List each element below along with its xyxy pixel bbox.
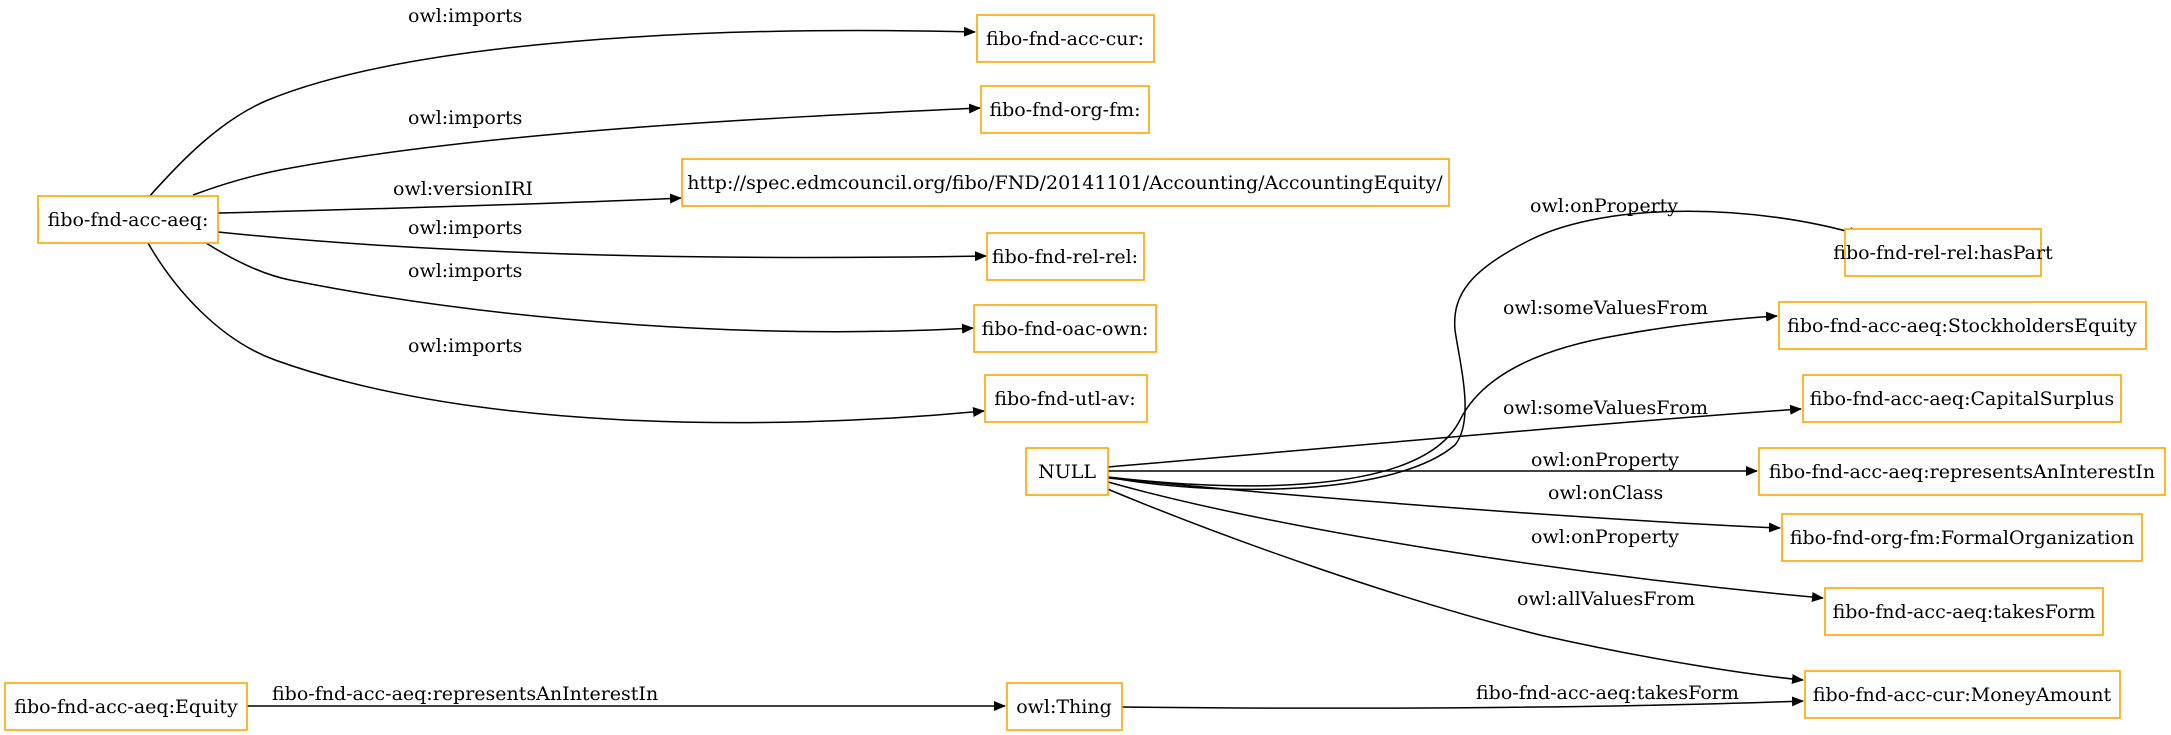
node-label: owl:Thing: [1016, 696, 1112, 718]
node-null[interactable]: NULL: [1025, 447, 1109, 496]
edge-imports-utl-av: owl:imports: [147, 242, 985, 424]
edge-on-property-represents: owl:onProperty: [1108, 449, 1758, 476]
edge-label: owl:onProperty: [1531, 526, 1679, 548]
node-label: fibo-fnd-org-fm:FormalOrganization: [1790, 527, 2134, 549]
edge-imports-acc-cur: owl:imports: [147, 5, 976, 199]
node-label: fibo-fnd-rel-rel:hasPart: [1833, 242, 2053, 264]
edge-line: [192, 103, 981, 196]
node-label: fibo-fnd-utl-av:: [994, 388, 1135, 410]
edge-line: [1107, 481, 1824, 602]
edge-imports-oac-own: owl:imports: [205, 242, 974, 334]
edge-line: [1107, 477, 1781, 533]
node-version-iri[interactable]: http://spec.edmcouncil.org/fibo/FND/2014…: [681, 158, 1450, 207]
node-fibo-fnd-acc-aeq[interactable]: fibo-fnd-acc-aeq:: [37, 195, 219, 244]
node-fibo-fnd-rel-rel[interactable]: fibo-fnd-rel-rel:: [986, 232, 1145, 281]
node-label: http://spec.edmcouncil.org/fibo/FND/2014…: [687, 172, 1443, 194]
node-box: [4, 682, 248, 731]
edge-line: [1104, 487, 1804, 684]
node-box: [976, 14, 1155, 63]
node-capital-surplus[interactable]: fibo-fnd-acc-aeq:CapitalSurplus: [1802, 374, 2122, 423]
node-owl-thing[interactable]: owl:Thing: [1006, 682, 1123, 731]
edge-line: [205, 242, 974, 334]
edge-line: [1107, 404, 1802, 468]
edge-some-values-capital: owl:someValuesFrom: [1107, 397, 1802, 468]
edge-version-iri: owl:versionIRI: [217, 178, 682, 214]
edge-some-values-stockholders: owl:someValuesFrom: [1107, 297, 1778, 487]
edge-label: owl:versionIRI: [393, 178, 533, 200]
node-box: [1025, 447, 1109, 496]
node-label: fibo-fnd-acc-aeq:CapitalSurplus: [1810, 388, 2114, 410]
edge-line: [217, 231, 987, 262]
edge-label: owl:someValuesFrom: [1503, 397, 1708, 419]
node-box: [1006, 682, 1123, 731]
edge-label: owl:imports: [408, 260, 522, 282]
edge-label: fibo-fnd-acc-aeq:representsAnInterestIn: [272, 683, 658, 705]
edge-line: [147, 26, 976, 199]
node-box: [980, 85, 1150, 134]
edge-label: owl:imports: [408, 217, 522, 239]
node-box: [1781, 513, 2143, 562]
node-label: fibo-fnd-rel-rel:: [992, 246, 1138, 268]
node-represents-an-interest-in[interactable]: fibo-fnd-acc-aeq:representsAnInterestIn: [1758, 447, 2166, 496]
node-label: fibo-fnd-acc-aeq:StockholdersEquity: [1787, 315, 2137, 337]
node-box: [1804, 670, 2121, 719]
edge-label: owl:allValuesFrom: [1517, 588, 1695, 610]
node-money-amount[interactable]: fibo-fnd-acc-cur:MoneyAmount: [1804, 670, 2121, 719]
node-box: [1778, 301, 2147, 350]
edge-line: [1121, 696, 1804, 709]
node-label: fibo-fnd-acc-aeq:takesForm: [1833, 601, 2096, 623]
node-stockholders-equity[interactable]: fibo-fnd-acc-aeq:StockholdersEquity: [1778, 301, 2147, 350]
edge-equity-represents: fibo-fnd-acc-aeq:representsAnInterestIn: [247, 683, 1006, 711]
node-label: fibo-fnd-acc-aeq:Equity: [14, 696, 238, 718]
edge-label: owl:imports: [408, 335, 522, 357]
node-box: [973, 304, 1157, 353]
edge-label: owl:imports: [408, 5, 522, 27]
node-label: fibo-fnd-acc-cur:: [986, 28, 1144, 50]
node-has-part[interactable]: fibo-fnd-rel-rel:hasPart: [1833, 228, 2053, 277]
node-box: [681, 158, 1450, 207]
node-label: fibo-fnd-acc-cur:MoneyAmount: [1813, 684, 2112, 706]
edge-label: fibo-fnd-acc-aeq:takesForm: [1476, 682, 1739, 704]
node-equity[interactable]: fibo-fnd-acc-aeq:Equity: [4, 682, 248, 731]
node-fibo-fnd-utl-av[interactable]: fibo-fnd-utl-av:: [984, 374, 1148, 423]
node-fibo-fnd-org-fm[interactable]: fibo-fnd-org-fm:: [980, 85, 1150, 134]
edge-on-property-haspart: owl:onProperty: [1107, 195, 1861, 491]
node-box: [1802, 374, 2122, 423]
node-box: [1758, 447, 2166, 496]
node-fibo-fnd-acc-cur[interactable]: fibo-fnd-acc-cur:: [976, 14, 1155, 63]
edge-label: owl:onClass: [1548, 482, 1663, 504]
edge-on-property-takes: owl:onProperty: [1107, 481, 1824, 602]
node-box: [984, 374, 1148, 423]
node-box: [37, 195, 219, 244]
node-formal-organization[interactable]: fibo-fnd-org-fm:FormalOrganization: [1781, 513, 2143, 562]
node-label: fibo-fnd-acc-aeq:: [48, 209, 209, 231]
edge-line: [1107, 210, 1861, 491]
edge-imports-rel-rel: owl:imports: [217, 217, 987, 262]
node-label: fibo-fnd-acc-aeq:representsAnInterestIn: [1769, 461, 2155, 483]
edge-on-class-formal: owl:onClass: [1107, 477, 1781, 533]
node-fibo-fnd-oac-own[interactable]: fibo-fnd-oac-own:: [973, 304, 1157, 353]
node-box: [986, 232, 1145, 281]
node-label: fibo-fnd-org-fm:: [989, 99, 1140, 121]
node-takes-form[interactable]: fibo-fnd-acc-aeq:takesForm: [1824, 587, 2104, 636]
edge-label: owl:onProperty: [1531, 449, 1679, 471]
node-label: NULL: [1038, 461, 1096, 483]
edge-imports-org-fm: owl:imports: [192, 103, 981, 196]
edge-label: owl:onProperty: [1530, 195, 1678, 217]
edge-line: [217, 193, 682, 214]
edge-label: owl:imports: [408, 107, 522, 129]
edge-label: owl:someValuesFrom: [1503, 297, 1708, 319]
edge-line: [147, 242, 985, 424]
edge-all-values-money: owl:allValuesFrom: [1104, 487, 1804, 684]
node-box: [1824, 587, 2104, 636]
edge-line: [1107, 311, 1778, 487]
edge-thing-takes-form: fibo-fnd-acc-aeq:takesForm: [1121, 682, 1804, 709]
node-box: [1844, 228, 2042, 277]
node-label: fibo-fnd-oac-own:: [982, 318, 1149, 340]
